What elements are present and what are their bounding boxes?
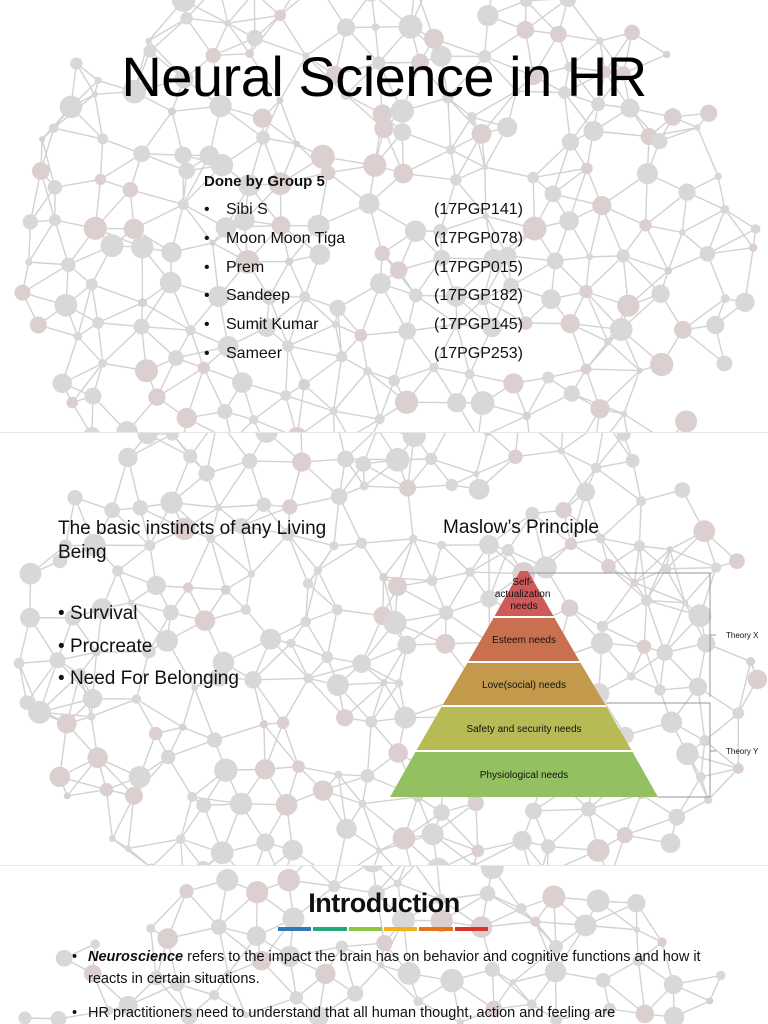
slide-divider [0, 865, 768, 866]
bullet-icon: • [58, 603, 70, 624]
accent-segment [383, 927, 418, 931]
pyramid-label: Love(social) needs [482, 680, 566, 691]
bullet-icon: • [58, 635, 70, 657]
introduction-slide: Introduction • Neuroscience refers to the… [0, 866, 768, 1024]
neural-network-background-icon [18, 866, 726, 1024]
member-id: (17PGP182) [434, 287, 523, 305]
pyramid-label: Safety and security needs [466, 724, 581, 735]
svg-text:Self- actualization: Self- actualization needs [495, 577, 553, 612]
title-slide: Neural Science in HR Done by Group 5 • Si… [0, 0, 768, 432]
pyramid-label: Physiological needs [480, 770, 568, 781]
member-id: (17PGP015) [434, 258, 523, 276]
member-name: Sameer [226, 344, 283, 362]
instincts-slide: The basic instincts of any Living Being … [0, 433, 768, 865]
bullet-icon: • [72, 1005, 78, 1021]
member-name: Sandeep [226, 287, 291, 305]
accent-segment [313, 927, 347, 931]
bullet-icon: • [72, 949, 78, 965]
accent-segment [454, 927, 488, 931]
pyramid-level-physiological [390, 751, 658, 797]
theory-bracket [528, 572, 716, 798]
instinct-item: • Procreate [58, 636, 239, 669]
member-name: Prem [226, 258, 265, 276]
accent-segment [348, 927, 382, 931]
bullet-text: HR practitioners need to understand that… [88, 1005, 616, 1021]
pyramid-level-esteem [468, 617, 580, 662]
theory-x-label: Theory X [726, 631, 759, 640]
introduction-item: • HR practitioners need to understand tha… [72, 1002, 702, 1024]
pyramid-label: actualization [495, 589, 551, 600]
introduction-item: • Neuroscience refers to the impact the b… [72, 946, 702, 990]
member-name: Moon Moon Tiga [226, 229, 346, 247]
member-id: (17PGP145) [434, 316, 523, 334]
member-name: Sibi S [226, 201, 268, 218]
accent-segment [278, 927, 312, 931]
member-id: (17PGP078) [434, 229, 523, 247]
instinct-label: Procreate [69, 635, 153, 657]
emphasis-term: Neuroscience [88, 949, 184, 965]
instinct-label: Survival [69, 603, 138, 624]
maslow-heading: Maslow’s Principle [443, 517, 599, 538]
bullet-icon: • [204, 316, 210, 334]
group-heading: Done by Group 5 [204, 173, 325, 190]
pyramid-label: needs [510, 601, 537, 612]
slide-divider [0, 432, 768, 433]
introduction-heading: Introduction [308, 888, 460, 918]
introduction-list: • Neuroscience refers to the impact the b… [72, 946, 702, 1024]
instincts-heading: The basic instincts of any Living Being [58, 518, 327, 563]
instinct-label: Need For Belonging [69, 668, 239, 689]
neural-network-background-icon [14, 0, 761, 432]
pyramid-level-safety [416, 706, 632, 751]
slide-title: Neural Science in HR [121, 45, 647, 108]
pyramid-label: Self- [512, 577, 533, 588]
instincts-list: • Survival • Procreate • Need For Belong… [58, 603, 239, 701]
accent-segment [419, 927, 453, 931]
instinct-item: • Survival [58, 603, 239, 636]
bullet-icon: • [204, 344, 210, 362]
bullet-icon: • [58, 668, 70, 689]
member-id: (17PGP141) [434, 201, 523, 218]
theory-y-label: Theory Y [726, 747, 759, 756]
member-id: (17PGP253) [434, 344, 523, 362]
maslow-pyramid: Self- actualization needs Esteem needs L… [390, 571, 759, 798]
bullet-icon: • [204, 229, 210, 247]
pyramid-label: Esteem needs [492, 635, 556, 646]
pyramid-level-love [442, 662, 606, 706]
accent-color-bar [278, 927, 490, 931]
bullet-text: refers to the impact the brain has on be… [88, 949, 701, 987]
pyramid-level-self-actualization [494, 571, 554, 617]
bullet-icon: • [204, 287, 210, 305]
member-name: Sumit Kumar [226, 316, 319, 334]
bullet-icon: • [204, 258, 210, 276]
bullet-icon: • [204, 201, 210, 218]
instinct-item: • Need For Belonging [58, 668, 239, 701]
